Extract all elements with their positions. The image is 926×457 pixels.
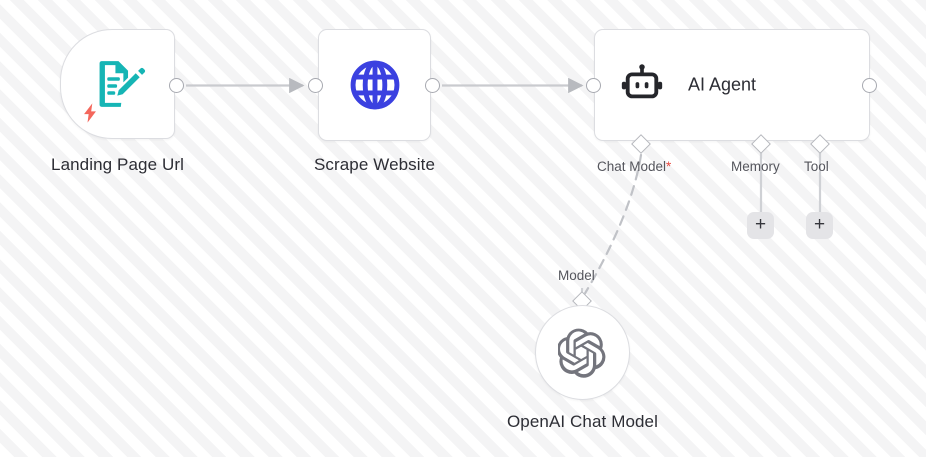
port-output-scrape-website[interactable]: [425, 78, 440, 93]
node-label-landing-page-url: Landing Page Url: [51, 155, 184, 174]
node-scrape-website[interactable]: [318, 29, 431, 141]
node-label-scrape-website: Scrape Website: [313, 155, 436, 174]
port-output-ai-agent[interactable]: [862, 78, 877, 93]
required-asterisk-chat-model: *: [666, 159, 672, 174]
add-tool-button[interactable]: +: [806, 212, 833, 239]
sub-connector-label-memory: Memory: [731, 159, 780, 174]
node-ai-agent[interactable]: AI Agent: [594, 29, 870, 141]
document-edit-icon: [99, 61, 145, 107]
node-title-ai-agent: AI Agent: [688, 74, 757, 95]
sub-connector-label-tool: Tool: [804, 159, 829, 174]
robot-icon: [621, 64, 663, 99]
add-memory-button[interactable]: +: [747, 212, 774, 239]
globe-icon: [350, 60, 399, 110]
sub-connector-label-model: Model: [558, 268, 595, 283]
node-landing-page-url[interactable]: [60, 29, 175, 139]
node-label-openai-chat-model: OpenAI Chat Model: [506, 412, 658, 431]
port-input-scrape-website[interactable]: [308, 78, 323, 93]
port-input-ai-agent[interactable]: [586, 78, 601, 93]
lightning-bolt-icon: [84, 103, 96, 123]
openai-logo-icon: [557, 328, 605, 378]
node-openai-chat-model[interactable]: [535, 305, 630, 400]
port-output-landing-page-url[interactable]: [169, 78, 184, 93]
sub-connector-label-chat-model: Chat Model*: [597, 159, 671, 175]
sub-connector-label-chat-model-text: Chat Model: [597, 159, 667, 174]
